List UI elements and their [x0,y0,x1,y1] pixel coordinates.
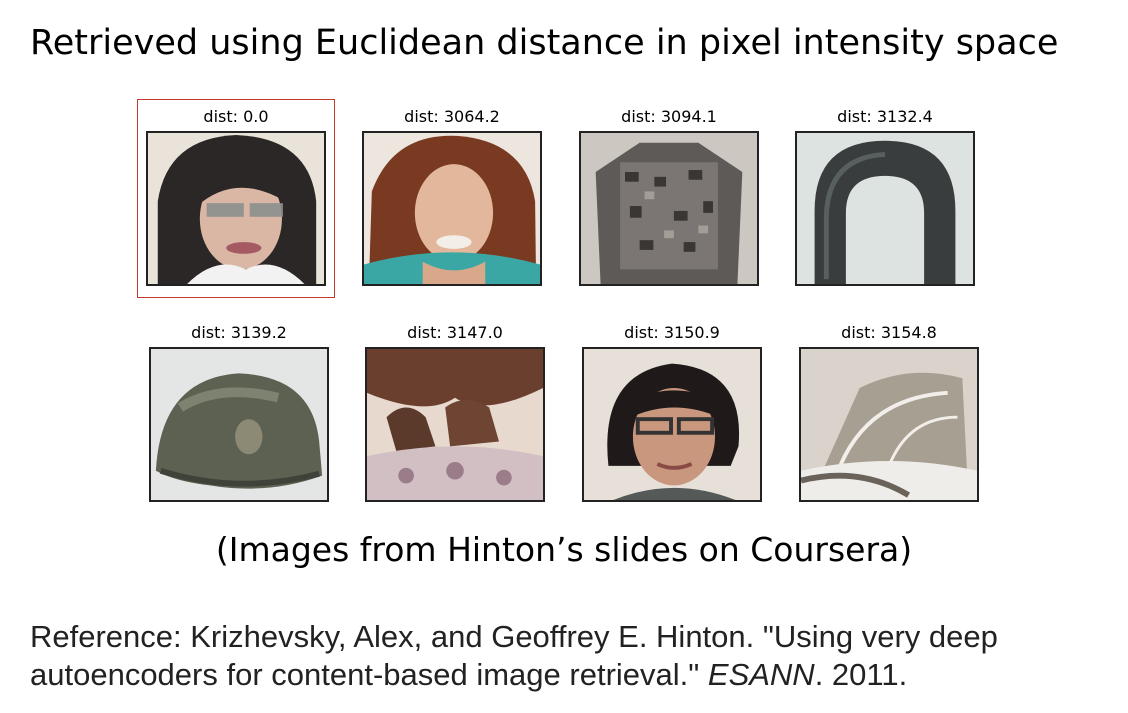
distance-label: dist: 3132.4 [837,107,933,126]
hands-fabric-image [365,347,545,502]
horseshoe-image [795,131,975,286]
distance-label: dist: 3147.0 [407,323,503,342]
result-item: dist: 3147.0 [365,324,545,504]
result-item: dist: 3064.2 [362,108,542,288]
face-with-glasses-short-hair-image [582,347,762,502]
slide-title: Retrieved using Euclidean distance in pi… [30,23,1059,63]
car-window-image [799,347,979,502]
distance-label: dist: 3094.1 [621,107,717,126]
result-item: dist: 3139.2 [149,324,329,504]
distance-label: dist: 0.0 [203,107,269,126]
reference-venue: ESANN [707,657,815,692]
reference-year: . 2011. [814,657,908,692]
reference-citation: Reference: Krizhevsky, Alex, and Geoffre… [30,618,1110,694]
result-item: dist: 3150.9 [582,324,762,504]
distance-label: dist: 3154.8 [841,323,937,342]
result-item: dist: 3154.8 [799,324,979,504]
result-item: dist: 3132.4 [795,108,975,288]
face-with-glasses-dark-hair-image [146,131,326,286]
gray-jacket-image [579,131,759,286]
helmet-image [149,347,329,502]
face-curly-brown-hair-image [362,131,542,286]
distance-label: dist: 3139.2 [191,323,287,342]
result-item: dist: 3094.1 [579,108,759,288]
image-source-caption: (Images from Hinton’s slides on Coursera… [215,530,913,569]
reference-text: Reference: Krizhevsky, Alex, and Geoffre… [30,619,998,692]
query-highlight-box [137,99,335,298]
distance-label: dist: 3064.2 [404,107,500,126]
result-item: dist: 0.0 [146,108,326,288]
distance-label: dist: 3150.9 [624,323,720,342]
